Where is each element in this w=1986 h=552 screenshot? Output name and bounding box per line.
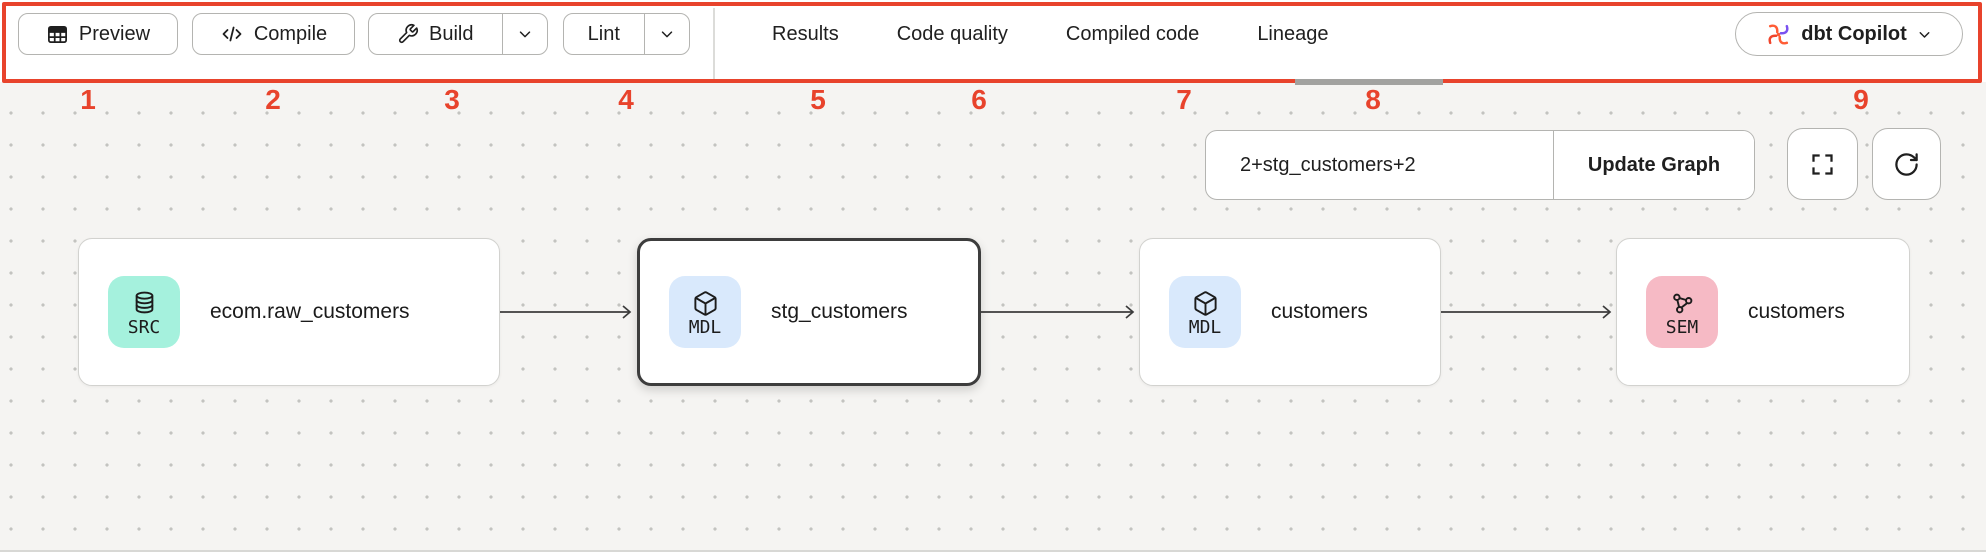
- table-icon: [46, 23, 69, 46]
- code-icon: [220, 22, 244, 46]
- divider: [643, 14, 645, 54]
- node-type-label: MDL: [1188, 317, 1222, 339]
- fullscreen-icon: [1812, 153, 1833, 175]
- tab-compiled-code[interactable]: Compiled code: [1065, 22, 1200, 45]
- node-name: stg_customers: [771, 300, 908, 323]
- node-type-label: MDL: [688, 317, 722, 339]
- divider: [713, 8, 715, 80]
- node-name: customers: [1271, 300, 1368, 323]
- model-badge: MDL: [1169, 276, 1241, 348]
- build-button[interactable]: Build: [369, 14, 502, 54]
- lint-button-label: Lint: [587, 22, 620, 45]
- divider: [501, 14, 503, 54]
- model-badge: MDL: [669, 276, 741, 348]
- node-name: ecom.raw_customers: [210, 300, 410, 323]
- divider: [1552, 131, 1554, 199]
- chevron-down-icon: [1916, 26, 1933, 43]
- wrench-icon: [397, 23, 419, 45]
- tab-code-quality[interactable]: Code quality: [896, 22, 1008, 45]
- results-tab-bar: Results Code quality Compiled code Linea…: [772, 13, 1329, 55]
- preview-button-label: Preview: [78, 22, 151, 45]
- node-name: customers: [1748, 300, 1845, 323]
- cube-icon: [1193, 291, 1217, 316]
- semantic-model-badge: SEM: [1646, 276, 1718, 348]
- tab-lineage[interactable]: Lineage: [1257, 22, 1329, 45]
- lineage-node-source[interactable]: SRC ecom.raw_customers: [78, 238, 500, 386]
- dbt-copilot-label: dbt Copilot: [1801, 22, 1907, 45]
- lineage-selector-input[interactable]: [1206, 131, 1553, 199]
- dbt-copilot-button[interactable]: dbt Copilot: [1735, 12, 1963, 56]
- lint-split-button: Lint: [563, 13, 690, 55]
- cube-icon: [693, 291, 717, 316]
- compile-button-label: Compile: [253, 22, 328, 45]
- build-dropdown-button[interactable]: [503, 14, 547, 54]
- editor-toolbar: Preview Compile Build: [0, 0, 1986, 82]
- lineage-selector-box: Update Graph: [1205, 130, 1755, 200]
- tab-results[interactable]: Results: [772, 22, 839, 45]
- refresh-graph-button[interactable]: [1872, 128, 1941, 200]
- build-split-button: Build: [368, 13, 548, 55]
- lint-dropdown-button[interactable]: [645, 14, 689, 54]
- semantic-model-icon: [1672, 293, 1692, 314]
- lineage-node-customers-model[interactable]: MDL customers: [1139, 238, 1441, 386]
- preview-button[interactable]: Preview: [18, 13, 178, 55]
- node-type-label: SRC: [127, 317, 161, 339]
- active-tab-indicator: [1295, 79, 1443, 85]
- compile-button[interactable]: Compile: [192, 13, 355, 55]
- database-icon: [135, 291, 153, 314]
- dbt-copilot-logo-icon: [1765, 21, 1792, 48]
- node-type-label: SEM: [1665, 317, 1699, 339]
- refresh-icon: [1895, 152, 1918, 176]
- lineage-node-stg-customers[interactable]: MDL stg_customers: [637, 238, 981, 386]
- fullscreen-button[interactable]: [1787, 128, 1858, 200]
- chevron-down-icon: [658, 25, 676, 43]
- build-button-label: Build: [429, 22, 474, 45]
- lint-button[interactable]: Lint: [564, 14, 644, 54]
- lineage-node-customers-semantic[interactable]: SEM customers: [1616, 238, 1910, 386]
- update-graph-button[interactable]: Update Graph: [1554, 131, 1754, 199]
- source-badge: SRC: [108, 276, 180, 348]
- chevron-down-icon: [516, 25, 534, 43]
